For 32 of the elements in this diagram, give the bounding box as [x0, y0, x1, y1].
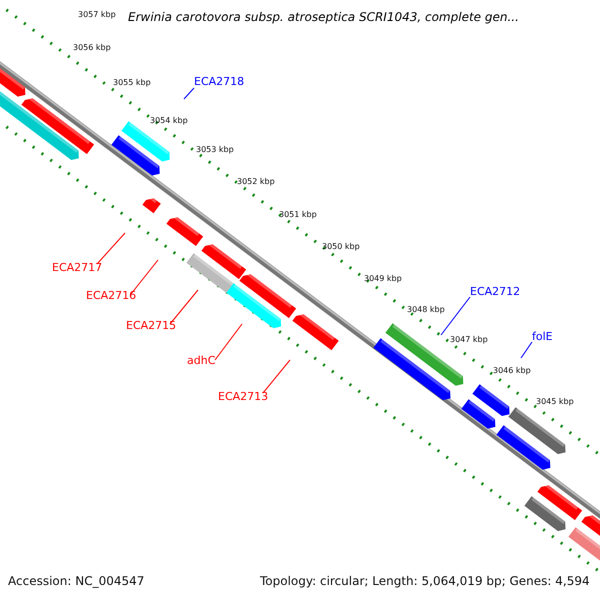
leader-line: [520, 342, 532, 358]
tick-label: 3049 kbp: [364, 275, 402, 284]
gene-label: ECA2715: [126, 320, 176, 332]
gene-label: folE: [532, 331, 553, 344]
tick-label: 3046 kbp: [493, 367, 531, 376]
leader-line: [96, 232, 126, 264]
leader-line: [130, 260, 158, 294]
gene-label: ECA2716: [86, 290, 136, 302]
gene-label: adhC: [187, 355, 216, 368]
footer-text: Topology: circular; Length: 5,064,019 bp; Genes: 4,594: [260, 575, 590, 588]
tick-label: 3054 kbp: [150, 117, 188, 126]
tick-label: 3048 kbp: [407, 306, 445, 315]
tick-label: 3056 kbp: [73, 44, 111, 53]
gene-label: ECA2718: [194, 76, 244, 88]
tick-label: 3045 kbp: [536, 398, 574, 407]
tick-label: 3057 kbp: [78, 11, 116, 20]
leader-line: [184, 88, 194, 100]
tick-label: 3051 kbp: [279, 211, 317, 220]
tick-label: 3053 kbp: [196, 146, 234, 155]
gene-label: ECA2712: [470, 286, 520, 298]
tick-label: 3047 kbp: [450, 336, 488, 345]
gene-label: ECA2717: [52, 262, 102, 274]
gene-label: ECA2713: [218, 391, 268, 404]
tick-label: 3050 kbp: [322, 243, 360, 252]
leader-line: [440, 296, 470, 336]
footer-text: Accession: NC_004547: [8, 575, 144, 588]
leader-line: [214, 324, 242, 360]
leader-line: [170, 290, 198, 324]
tick-label: 3052 kbp: [237, 178, 275, 187]
tick-label: 3055 kbp: [113, 79, 151, 88]
leader-line: [262, 360, 290, 394]
title: Erwinia carotovora subsp. atroseptica SCRI1043, complete gen...: [128, 11, 519, 24]
